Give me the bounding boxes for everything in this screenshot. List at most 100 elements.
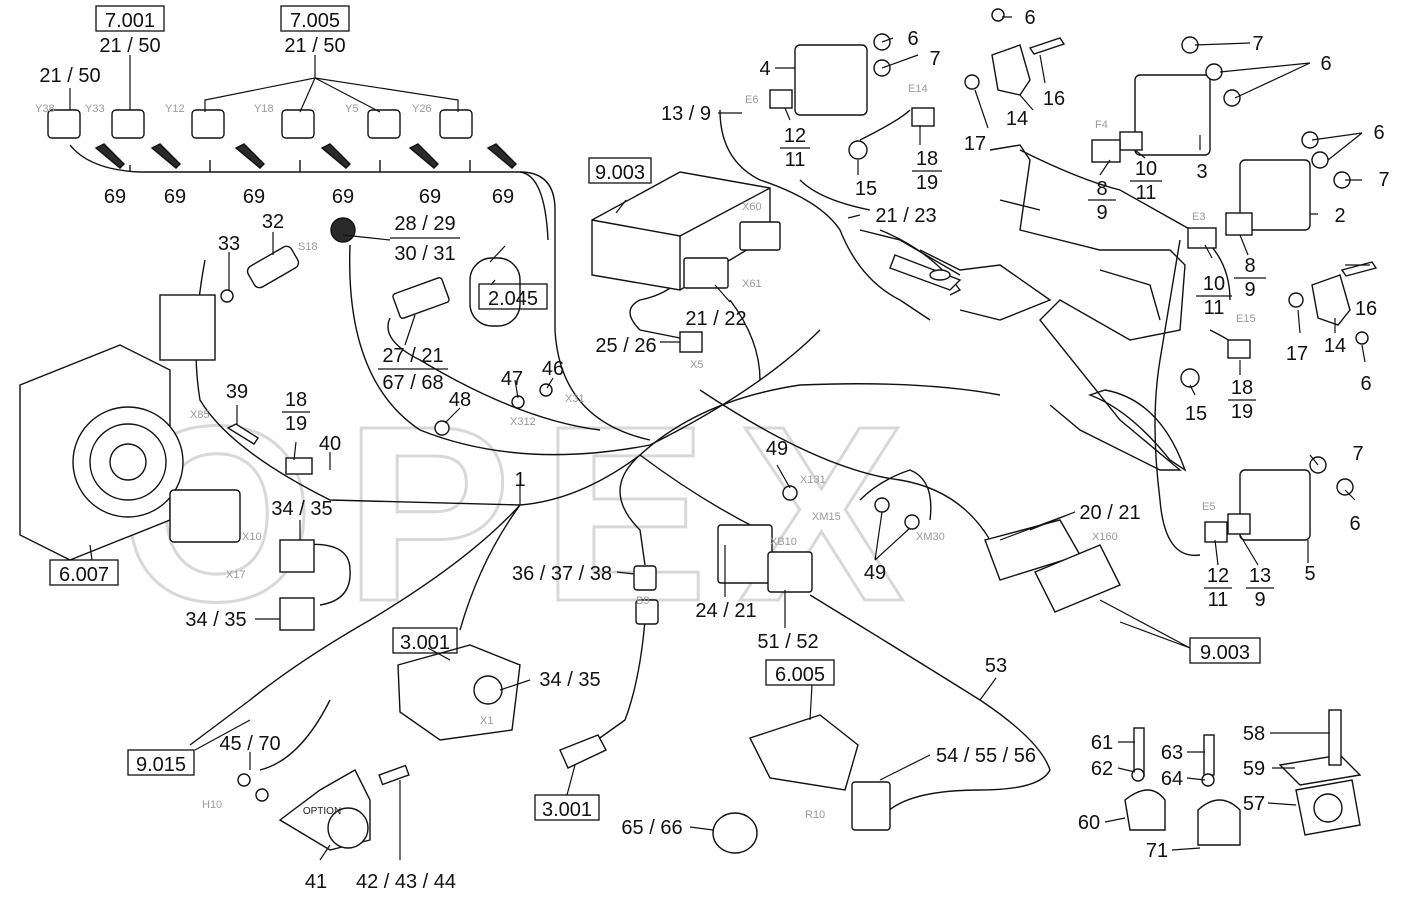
label: 2 xyxy=(1334,205,1345,227)
ref-7-005-text: 7.005 xyxy=(290,10,340,32)
label: 20 / 21 xyxy=(1079,502,1140,524)
label: 15 xyxy=(1185,403,1207,425)
connector-tag: E15 xyxy=(1236,313,1256,325)
label: 11 xyxy=(1208,589,1229,611)
label: 61 xyxy=(1091,732,1113,754)
label: 6 xyxy=(1320,53,1331,75)
connector-tag: S18 xyxy=(298,241,318,253)
ref-9-003-top: 9.003 xyxy=(588,157,652,184)
connector-tag: E5 xyxy=(1202,501,1215,513)
connector-tag: R10 xyxy=(805,809,825,821)
connector-tag: Y12 xyxy=(165,103,185,115)
label: 19 xyxy=(1231,401,1253,423)
label: 48 xyxy=(449,389,471,411)
label: 28 / 29 xyxy=(394,213,455,235)
label: 30 / 31 xyxy=(394,243,455,265)
label: 21 / 50 xyxy=(39,65,100,87)
connector-tag: XM30 xyxy=(916,531,945,543)
ref-6-005-text: 6.005 xyxy=(775,664,825,686)
connector-tag: X1 xyxy=(480,715,493,727)
label: 24 / 21 xyxy=(695,600,756,622)
ref-7-005: 7.005 21 / 50 xyxy=(280,5,350,57)
leader-lines xyxy=(69,16,1370,861)
label: 6 xyxy=(1360,373,1371,395)
label: 54 / 55 / 56 xyxy=(936,745,1036,767)
label: 8 xyxy=(1244,255,1255,277)
label: 67 / 68 xyxy=(382,372,443,394)
label: 11 xyxy=(1136,182,1157,204)
label: 13 xyxy=(1249,565,1271,587)
bulbs xyxy=(873,33,1354,496)
connector-tag: XM15 xyxy=(812,511,841,523)
chassis-frame xyxy=(879,144,1187,472)
label: 6 xyxy=(1349,513,1360,535)
label: 6 xyxy=(1373,122,1384,144)
label: 69 xyxy=(104,186,126,208)
label: 69 xyxy=(492,186,514,208)
ref-3-001-sensor-text: 3.001 xyxy=(542,799,592,821)
label: 1 xyxy=(514,469,525,491)
label: 14 xyxy=(1324,335,1346,357)
connector-tag: Y38 xyxy=(35,103,55,115)
label: 71 xyxy=(1146,840,1168,862)
label: 40 xyxy=(319,433,341,455)
label: 12 xyxy=(784,125,806,147)
label: 53 xyxy=(985,655,1007,677)
label: 59 xyxy=(1243,758,1265,780)
connector-tag: Y33 xyxy=(85,103,105,115)
label: 47 xyxy=(501,368,523,390)
label: 69 xyxy=(243,186,265,208)
connector-tag: Y5 xyxy=(345,103,358,115)
label: 10 xyxy=(1203,273,1225,295)
label: 25 / 26 xyxy=(595,335,656,357)
ref-3-001-compressor-text: 3.001 xyxy=(400,632,450,654)
connector-tag: X17 xyxy=(226,569,246,581)
label: 5 xyxy=(1304,563,1315,585)
label: 7 xyxy=(1252,33,1263,55)
label: 49 xyxy=(766,438,788,460)
label: 32 xyxy=(262,211,284,233)
label: 14 xyxy=(1006,108,1028,130)
label: 33 xyxy=(218,233,240,255)
label: 34 / 35 xyxy=(185,609,246,631)
label: 64 xyxy=(1161,768,1183,790)
connector-tag: X31 xyxy=(565,393,585,405)
connector-tag: X5 xyxy=(690,359,703,371)
label: 8 xyxy=(1096,178,1107,200)
label: 7 xyxy=(929,48,940,70)
label: 12 xyxy=(1207,565,1229,587)
label: 17 xyxy=(964,133,986,155)
label: 9 xyxy=(1254,589,1265,611)
label: 9 xyxy=(1096,202,1107,224)
label: 6 xyxy=(907,28,918,50)
label: 11 xyxy=(1204,297,1225,319)
connector-tag: H10 xyxy=(202,799,222,811)
ref-2-045-text: 2.045 xyxy=(488,288,538,310)
label: 9 xyxy=(1244,279,1255,301)
label: 21 / 23 xyxy=(875,205,936,227)
connector-tag: E14 xyxy=(908,83,928,95)
connector-tag: E6 xyxy=(745,94,758,106)
label: 21 / 22 xyxy=(685,308,746,330)
ref-6-005: 6.005 xyxy=(765,659,835,686)
connector-tag: X131 xyxy=(800,474,826,486)
label: 57 xyxy=(1243,793,1265,815)
label: 13 / 9 xyxy=(661,103,711,125)
label: 58 xyxy=(1243,723,1265,745)
label: 4 xyxy=(759,58,770,80)
pins-69 xyxy=(94,143,517,169)
label: 16 xyxy=(1355,298,1377,320)
label: 18 xyxy=(1231,377,1253,399)
ref-7-005-sub: 21 / 50 xyxy=(284,35,345,57)
label: 39 xyxy=(226,381,248,403)
label: 41 xyxy=(305,871,327,893)
connector-tag: X160 xyxy=(1092,531,1118,543)
label: 65 / 66 xyxy=(621,817,682,839)
label: 27 / 21 xyxy=(382,345,443,367)
ref-3-001-compressor: 3.001 xyxy=(392,627,458,654)
ref-6-007: 6.007 xyxy=(49,559,119,586)
label: 10 xyxy=(1135,158,1157,180)
ref-9-003-top-text: 9.003 xyxy=(595,162,645,184)
connector-tag: X10 xyxy=(242,531,262,543)
